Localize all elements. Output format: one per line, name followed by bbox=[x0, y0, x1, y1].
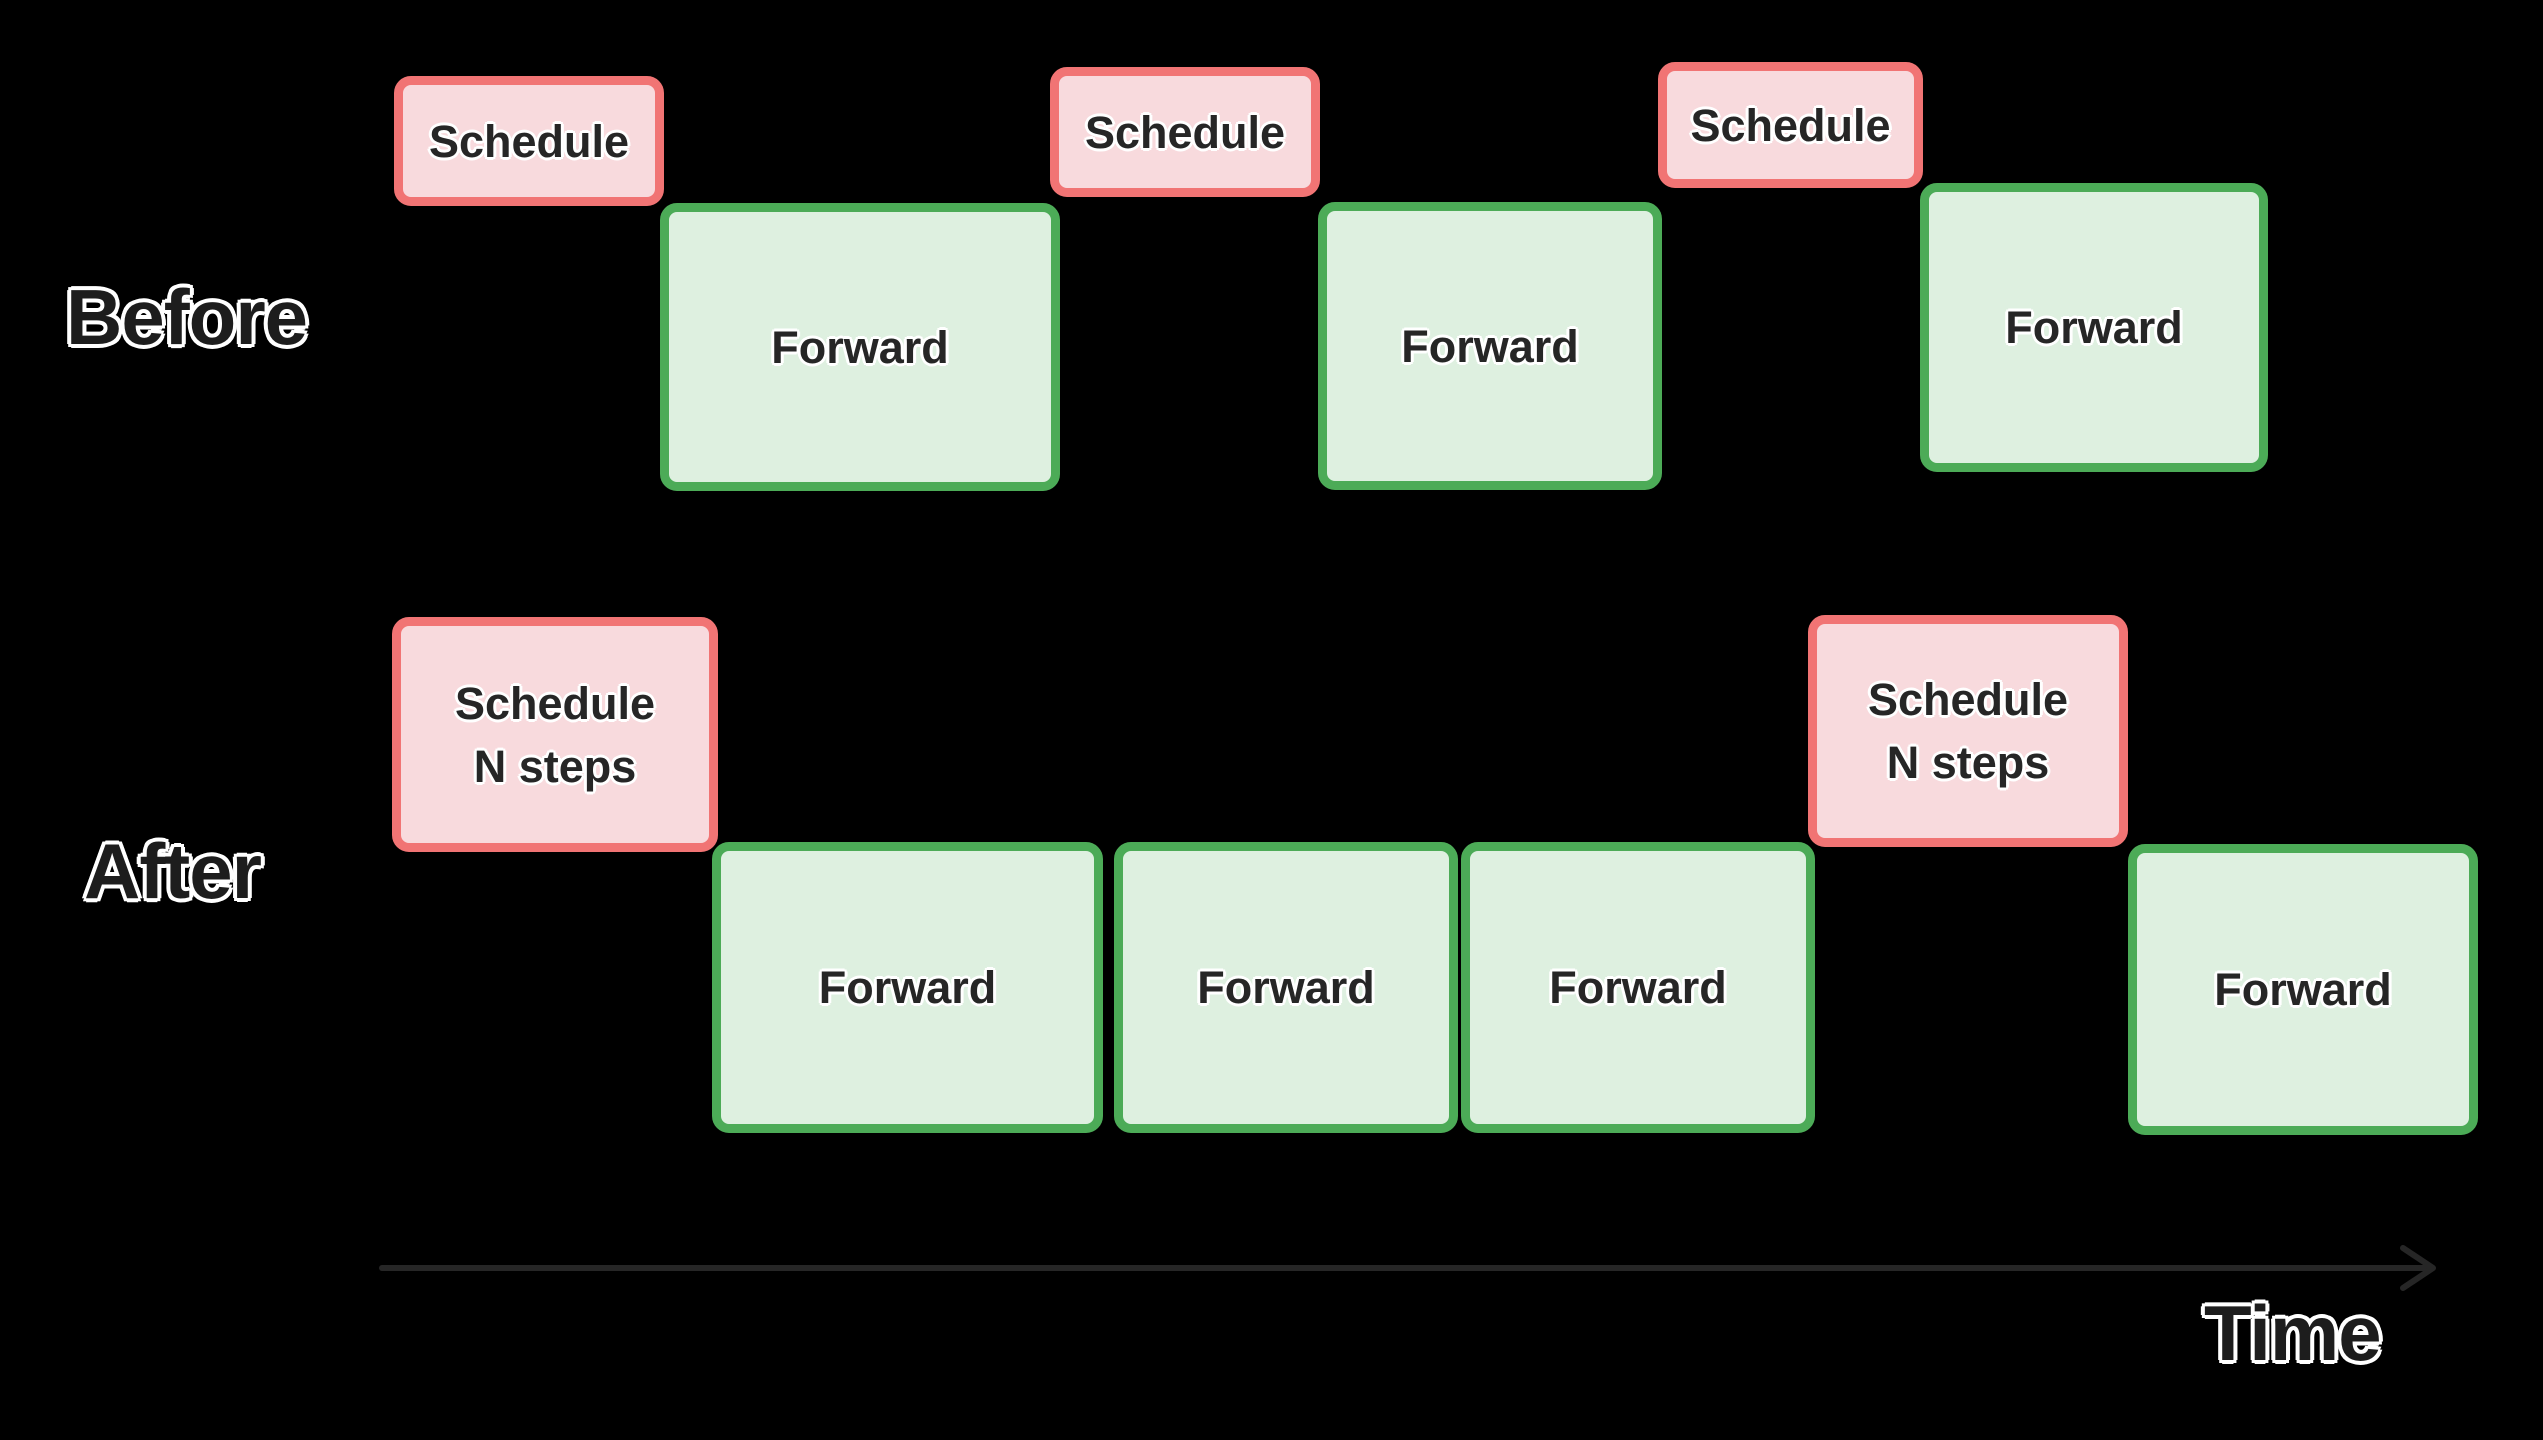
after-forward-label-2: Forward bbox=[1197, 962, 1375, 1013]
before-forward-box-1: Forward bbox=[660, 203, 1060, 491]
after-forward-label-3: Forward bbox=[1549, 962, 1727, 1013]
after-forward-label-4: Forward bbox=[2214, 964, 2392, 1015]
before-forward-label-3: Forward bbox=[2005, 302, 2183, 353]
before-schedule-label-1: Schedule bbox=[428, 115, 630, 167]
before-row-label: Before bbox=[66, 273, 308, 361]
time-axis-arrow-icon bbox=[379, 1245, 2436, 1291]
after-schedule-box-1: Schedule N steps bbox=[392, 617, 718, 852]
after-schedule-label-2-line2: N steps bbox=[1886, 737, 2050, 788]
after-schedule-label-2: Schedule N steps bbox=[1868, 668, 2068, 794]
after-schedule-label-1: Schedule N steps bbox=[455, 672, 655, 798]
before-forward-box-2: Forward bbox=[1318, 202, 1662, 490]
after-forward-box-4: Forward bbox=[2128, 844, 2478, 1135]
after-row-label: After bbox=[84, 827, 262, 915]
after-schedule-label-2-line1: Schedule bbox=[1867, 674, 2069, 725]
before-schedule-label-3: Schedule bbox=[1690, 99, 1891, 151]
before-schedule-box-1: Schedule bbox=[394, 76, 664, 206]
after-schedule-box-2: Schedule N steps bbox=[1808, 615, 2128, 847]
after-forward-box-3: Forward bbox=[1461, 842, 1815, 1133]
before-forward-box-3: Forward bbox=[1920, 183, 2268, 472]
after-forward-box-2: Forward bbox=[1114, 842, 1458, 1133]
after-schedule-label-1-line1: Schedule bbox=[454, 677, 656, 729]
after-schedule-label-1-line2: N steps bbox=[473, 740, 637, 792]
before-schedule-box-2: Schedule bbox=[1050, 67, 1320, 197]
after-forward-label-1: Forward bbox=[818, 962, 997, 1013]
before-schedule-box-3: Schedule bbox=[1658, 62, 1923, 188]
before-schedule-label-2: Schedule bbox=[1084, 106, 1286, 158]
before-forward-label-2: Forward bbox=[1401, 320, 1579, 372]
time-axis-label: Time bbox=[2204, 1289, 2382, 1377]
before-forward-label-1: Forward bbox=[771, 321, 949, 373]
after-forward-box-1: Forward bbox=[712, 842, 1103, 1133]
